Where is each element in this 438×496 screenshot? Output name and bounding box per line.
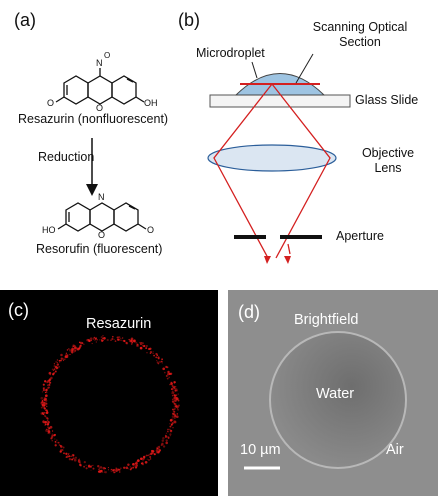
panel-a-chemistry [55, 68, 147, 232]
panel-b-label: (b) [178, 10, 200, 30]
resorufin-structure [57, 202, 147, 232]
panel-c-title: Resazurin [86, 316, 152, 332]
objective-lens-text: Objective Lens [361, 146, 415, 175]
atom-n-bottom: N [98, 192, 105, 202]
fluorescent-ring [40, 335, 180, 474]
water-label: Water [316, 386, 355, 402]
reduction-label: Reduction [38, 150, 95, 164]
light-beams [213, 83, 331, 259]
panel-c-label: (c) [8, 300, 29, 320]
beam-arrow-left [264, 256, 271, 264]
atom-o-ring-top: O [96, 103, 104, 113]
scanning-section-label: Scanning Optical Section [305, 20, 415, 50]
panel-d-brightfield-image: (d) Brightfield Water Air 10 µm [228, 290, 438, 496]
droplet-leader [251, 61, 258, 79]
panel-d-title: Brightfield [294, 312, 359, 328]
atom-o-keto-top: O [47, 98, 55, 108]
resazurin-label: Resazurin (nonfluorescent) [18, 112, 169, 126]
aperture-label: Aperture [336, 229, 384, 243]
beam-tail-right [287, 243, 291, 255]
objective-lens-shape [207, 144, 337, 172]
resorufin-label: Resorufin (fluorescent) [36, 242, 163, 256]
atom-n-oxide: N [96, 58, 103, 68]
glass-slide [209, 94, 351, 108]
panel-a-label: (a) [14, 10, 36, 30]
beam-arrow-right [284, 256, 291, 264]
brightfield-droplet [244, 331, 407, 470]
microdroplet-label: Microdroplet [196, 46, 265, 60]
droplet-outline [269, 331, 407, 469]
atom-o-keto-bottom: O [147, 225, 155, 235]
atom-o-minus: O [104, 51, 111, 60]
scale-bar-label: 10 µm [240, 442, 281, 458]
scanning-section-text: Scanning Optical Section [312, 20, 408, 49]
atom-o-ring-bottom: O [98, 230, 106, 240]
atom-oh-top: OH [144, 98, 158, 108]
resazurin-structure [55, 68, 145, 105]
objective-lens-label: Objective Lens [348, 146, 428, 176]
reaction-arrow-head [86, 184, 98, 196]
atom-ho-bottom: HO [42, 225, 56, 235]
panel-d-label: (d) [238, 302, 260, 322]
scanning-leader [295, 53, 314, 84]
panel-c-fluorescence-image: (c) Resazurin [0, 290, 218, 496]
air-label: Air [386, 442, 404, 458]
panel-b-optics-diagram [207, 53, 351, 264]
glass-slide-label: Glass Slide [355, 93, 419, 107]
